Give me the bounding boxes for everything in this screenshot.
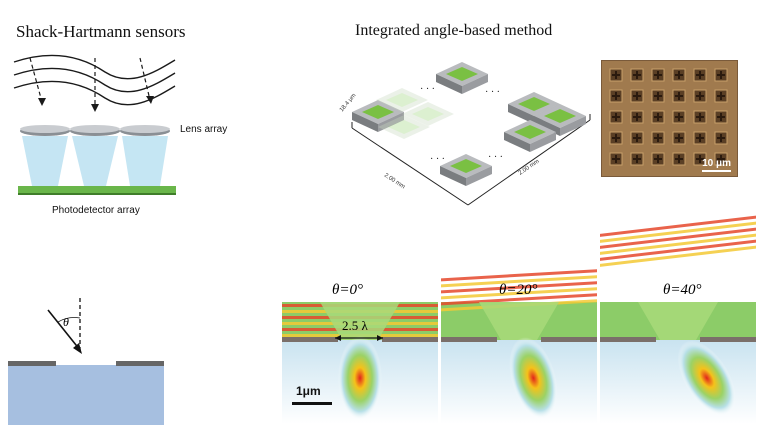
aperture-width-label: 2.5 λ <box>342 318 368 334</box>
field-scale-bar <box>292 402 332 405</box>
field-scale-label: 1μm <box>296 384 321 398</box>
